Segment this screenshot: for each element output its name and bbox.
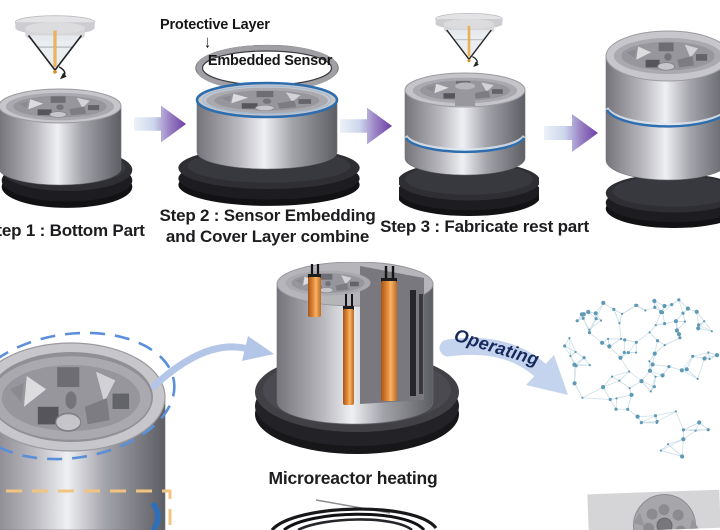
thermocouple-wires-photo-fragment bbox=[270, 499, 438, 530]
step-arrow-icon-2 bbox=[340, 104, 394, 148]
protective-layer-label: Protective Layer bbox=[160, 17, 270, 33]
step-arrow-icon-3 bbox=[544, 110, 600, 156]
rest-part-fabrication-illustration bbox=[399, 72, 539, 217]
sensor-embedded-part-illustration bbox=[178, 81, 360, 206]
printer-nozzle-icon-step3 bbox=[424, 12, 514, 76]
finished-part-highlight-illustration bbox=[0, 331, 176, 530]
embedded-sensor-label: Embedded Sensor bbox=[207, 53, 333, 69]
step2-caption-line1: Step 2 : Sensor Embedding bbox=[159, 206, 376, 225]
step1-caption: Step 1 : Bottom Part bbox=[0, 221, 145, 240]
step3-caption: Step 3 : Fabricate rest part bbox=[380, 217, 589, 236]
bottom-part-illustration bbox=[0, 88, 133, 208]
operating-arrow-icon bbox=[439, 337, 568, 395]
down-arrow-icon-1: ↓ bbox=[204, 31, 211, 51]
part-photo-fragment bbox=[587, 489, 720, 530]
microreactor-heating-illustration bbox=[255, 262, 459, 454]
step2-caption-line2: and Cover Layer combine bbox=[165, 227, 370, 246]
machined-part-top-view bbox=[633, 494, 699, 530]
microreactor-caption: Microreactor heating bbox=[268, 468, 438, 488]
completed-part-illustration bbox=[605, 30, 720, 229]
printer-nozzle-icon-step1 bbox=[6, 14, 104, 90]
transfer-arrow-icon bbox=[150, 336, 274, 390]
brain-network-graphic bbox=[563, 298, 720, 459]
